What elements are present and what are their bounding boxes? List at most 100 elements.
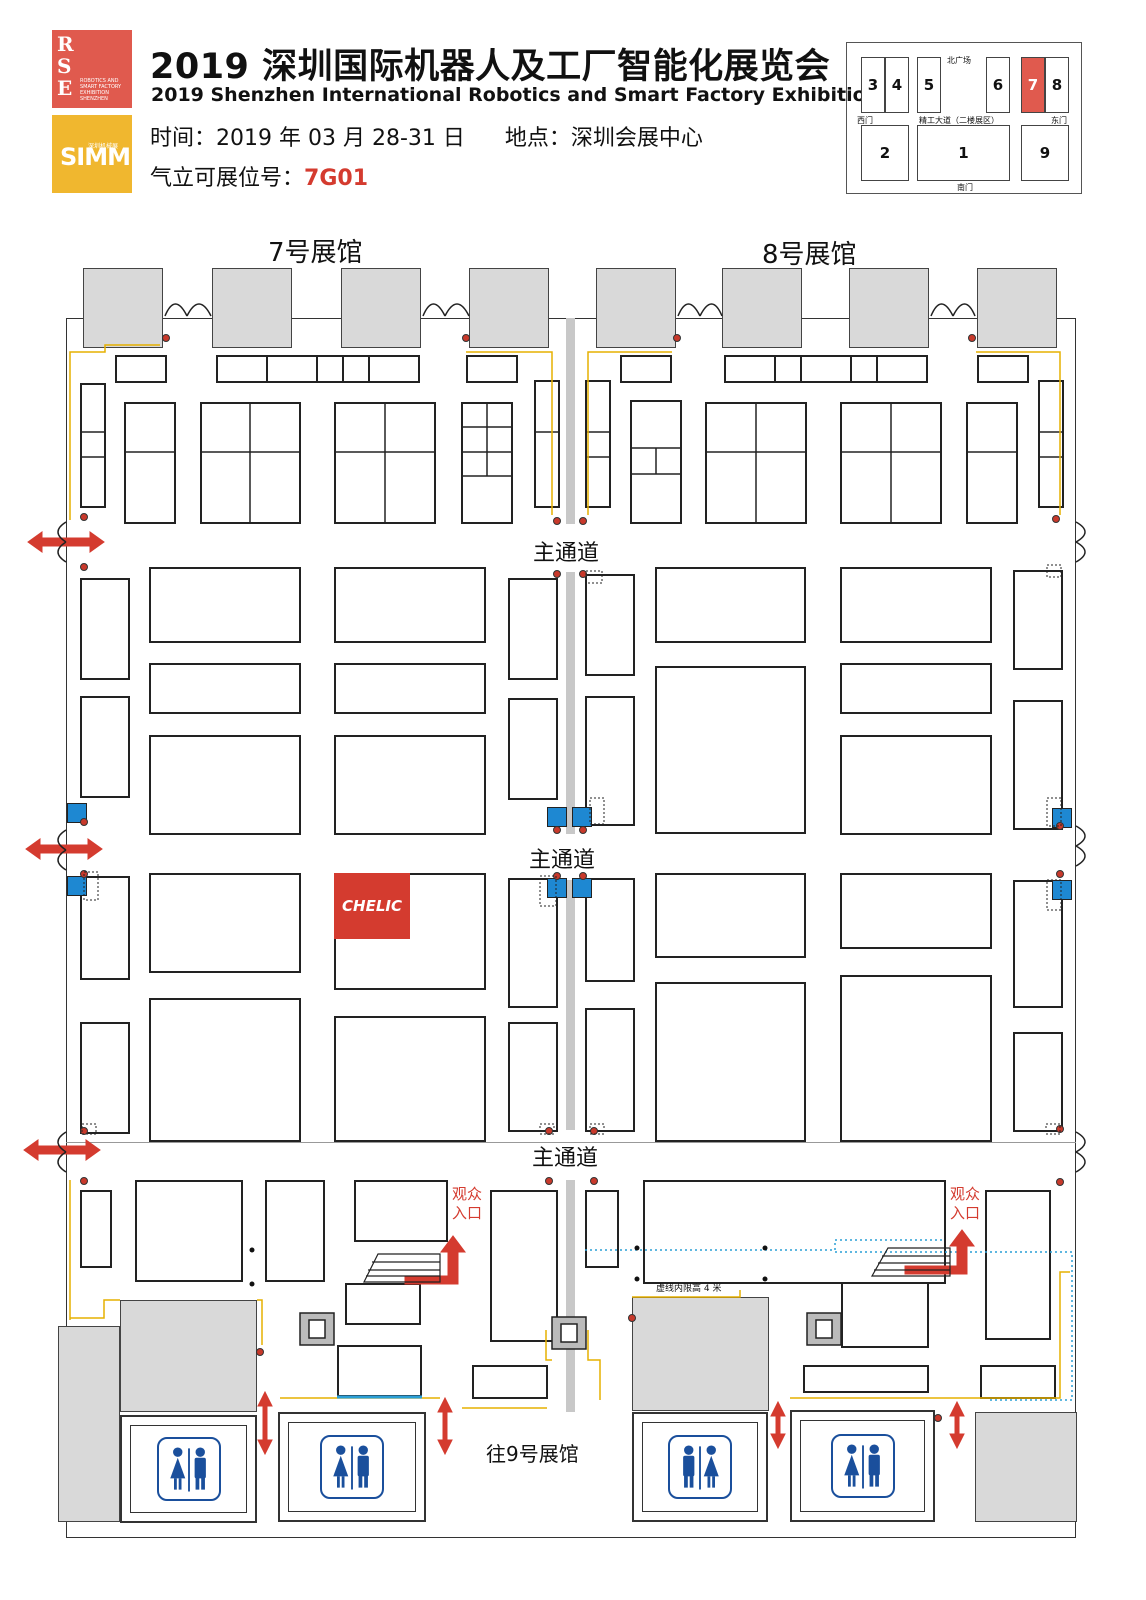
- booth: [80, 383, 106, 508]
- simm-logo-subtitle: 深圳机械展: [88, 143, 119, 150]
- minimap-hall-3: 3: [861, 57, 885, 113]
- booth: [368, 355, 420, 383]
- fire-point-icon: [162, 334, 170, 342]
- booth: [585, 878, 635, 982]
- fire-point-icon: [934, 1414, 942, 1422]
- fire-point-icon: [968, 334, 976, 342]
- fire-point-icon: [673, 334, 681, 342]
- fire-point-icon: [256, 1348, 264, 1356]
- entrance-block: [212, 268, 292, 348]
- booth: [354, 1180, 448, 1242]
- fire-point-icon: [1056, 1178, 1064, 1186]
- fire-point-icon: [579, 826, 587, 834]
- main-aisle-label: 主通道: [531, 535, 602, 567]
- simm-logo: 深圳机械展 SIMM: [52, 115, 132, 193]
- booth: [124, 402, 176, 524]
- booth: [508, 1022, 558, 1132]
- restroom: [632, 1412, 768, 1522]
- fire-point-icon: [80, 563, 88, 571]
- fire-point-icon: [1056, 1125, 1064, 1133]
- booth: [585, 574, 635, 676]
- booth-number: 7G01: [304, 166, 368, 191]
- main-aisle-label: 主通道: [530, 1140, 601, 1172]
- booth: [345, 1283, 421, 1325]
- booth: [149, 873, 301, 973]
- entrance-block: [849, 268, 929, 348]
- central-aisle-bar: [566, 880, 575, 1130]
- booth: [115, 355, 167, 383]
- minimap-hall-4: 4: [885, 57, 909, 113]
- booth: [334, 735, 486, 835]
- chelic-booth[interactable]: CHELIC: [334, 873, 410, 939]
- booth: [334, 663, 486, 714]
- entrance-block: [341, 268, 421, 348]
- fire-point-icon: [1056, 822, 1064, 830]
- elevator-marker: [1052, 880, 1072, 900]
- booth: [630, 400, 682, 524]
- door-icon: [422, 303, 470, 317]
- central-aisle-bar: [566, 1180, 575, 1412]
- restroom-icon: [156, 1437, 221, 1501]
- minimap-hall-1: 1: [917, 125, 1010, 181]
- minimap-south-gate: 南门: [957, 183, 973, 192]
- booth: [508, 698, 558, 800]
- fire-point-icon: [80, 818, 88, 826]
- booth: [135, 1180, 243, 1282]
- booth: [337, 1345, 422, 1397]
- service-block: [120, 1300, 257, 1412]
- minimap-hall-8: 8: [1045, 57, 1069, 113]
- entrance-block: [469, 268, 549, 348]
- fire-point-icon: [579, 872, 587, 880]
- booth: [1013, 570, 1063, 670]
- fire-point-icon: [553, 517, 561, 525]
- entrance-block: [977, 268, 1057, 348]
- booth: [334, 1016, 486, 1142]
- fire-point-icon: [579, 517, 587, 525]
- booth: [980, 1365, 1056, 1399]
- booth: [80, 876, 130, 980]
- booth: [840, 663, 992, 714]
- restroom: [120, 1415, 257, 1523]
- entrance-block: [722, 268, 802, 348]
- minimap-avenue: 精工大道（二楼展区）: [919, 116, 999, 125]
- page-title: 2019 深圳国际机器人及工厂智能化展览会: [150, 47, 831, 87]
- minimap-hall-6: 6: [986, 57, 1010, 113]
- minimap-north-plaza: 北广场: [947, 56, 971, 65]
- event-time: 时间：2019 年 03 月 28-31 日: [150, 126, 465, 151]
- booth: [149, 998, 301, 1142]
- simm-logo-text: SIMM: [60, 143, 131, 171]
- booth: [1013, 880, 1063, 1008]
- booth: [643, 1180, 946, 1284]
- booth: [534, 380, 560, 508]
- booth: [655, 567, 806, 643]
- event-info-line: 时间：2019 年 03 月 28-31 日 地点：深圳会展中心: [150, 120, 703, 152]
- fire-point-icon: [553, 570, 561, 578]
- audience-entrance-label: 观众入口: [950, 1185, 981, 1222]
- fire-point-icon: [545, 1177, 553, 1185]
- booth: [840, 975, 992, 1142]
- minimap-west-gate: 西门: [857, 116, 873, 125]
- booth: [585, 1190, 619, 1268]
- booth: [840, 873, 992, 949]
- hall-7-label: 7号展馆: [268, 238, 363, 268]
- audience-entrance-label: 观众入口: [452, 1185, 483, 1222]
- rse-logo-subtitle: ROBOTICS AND SMART FACTORY EXHIBITION SH…: [80, 78, 122, 102]
- booth: [585, 380, 611, 508]
- booth: [966, 402, 1018, 524]
- booth: [80, 696, 130, 798]
- to-hall9-label: 往9号展馆: [486, 1442, 579, 1466]
- booth: [80, 1190, 112, 1268]
- booth: [508, 578, 558, 680]
- fire-point-icon: [80, 1177, 88, 1185]
- door-icon: [164, 303, 212, 317]
- minimap-hall-7: 7: [1021, 57, 1045, 113]
- event-venue: 地点：深圳会展中心: [504, 126, 703, 151]
- booth: [80, 1022, 130, 1134]
- booth-label: 气立可展位号：: [150, 166, 305, 191]
- booth: [472, 1365, 548, 1399]
- entrance-block: [596, 268, 676, 348]
- booth: [466, 355, 518, 383]
- service-block: [632, 1297, 769, 1411]
- booth: [985, 1190, 1051, 1340]
